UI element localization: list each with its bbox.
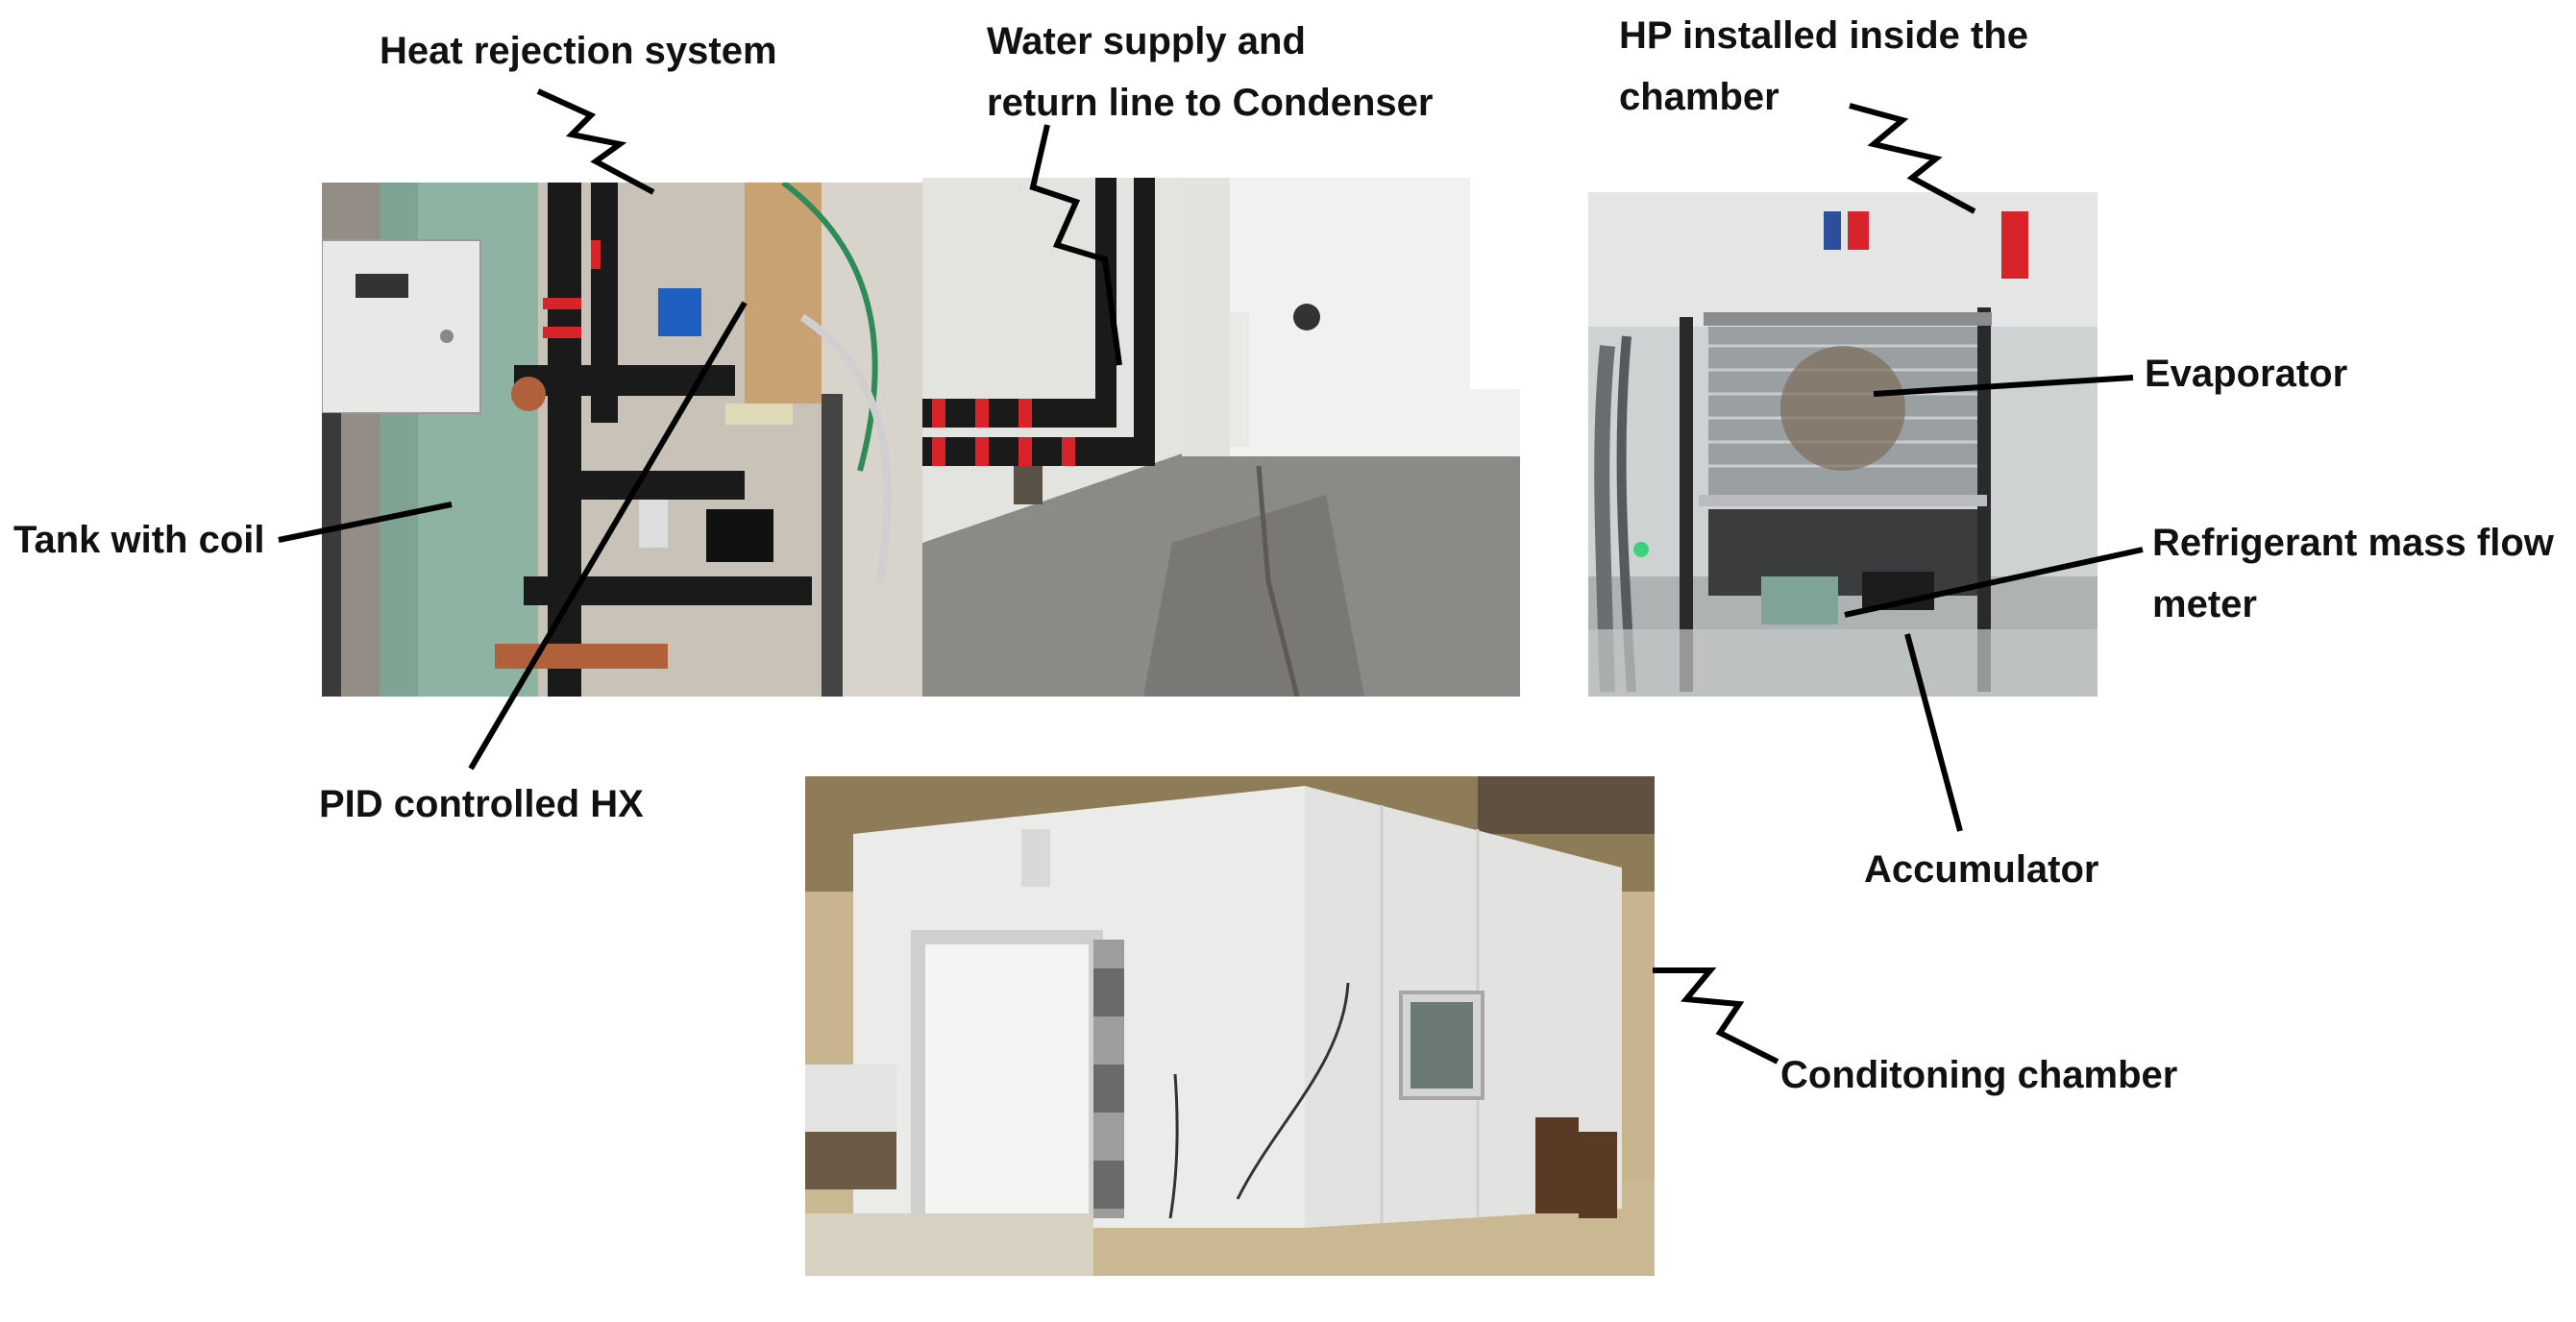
heat-pump-illustration (1588, 192, 2098, 697)
label-refrigerant-mass-flow-2: meter (2152, 583, 2257, 625)
pointer-line-evaporator (1873, 375, 2134, 397)
pointer-line-refrigerant (1844, 547, 2144, 618)
conditioning-chamber-illustration (805, 776, 1655, 1276)
label-evaporator: Evaporator (2145, 353, 2348, 395)
label-conditioning-chamber: Conditoning chamber (1780, 1054, 2178, 1096)
photo-water-supply-line (922, 178, 1520, 697)
photo-heat-pump-inside-chamber (1588, 192, 2098, 697)
label-water-supply-line-1: Water supply and (987, 20, 1306, 62)
label-hp-installed-1: HP installed inside the (1619, 14, 2029, 57)
pointer-line-pid (468, 301, 748, 771)
lightning-arrow-conditioning-chamber (1653, 967, 1779, 1065)
label-heat-rejection-system: Heat rejection system (380, 30, 777, 72)
photo-conditioning-chamber (805, 776, 1655, 1276)
lightning-arrow-water-line (1029, 124, 1122, 366)
label-pid-controlled-hx: PID controlled HX (319, 783, 644, 825)
heat-rejection-illustration (322, 183, 922, 697)
label-water-supply-line-2: return line to Condenser (987, 82, 1434, 124)
label-refrigerant-mass-flow-1: Refrigerant mass flow (2152, 522, 2554, 564)
label-tank-with-coil: Tank with coil (13, 519, 265, 561)
lightning-arrow-hp-installed (1849, 103, 1976, 214)
label-hp-installed-2: chamber (1619, 76, 1779, 118)
lightning-arrow-heat-rejection (536, 88, 655, 195)
pointer-line-tank (278, 502, 453, 543)
water-line-illustration (922, 178, 1520, 697)
pointer-line-accumulator (1904, 633, 1963, 832)
photo-heat-rejection-system (322, 183, 922, 697)
label-accumulator: Accumulator (1864, 848, 2099, 891)
